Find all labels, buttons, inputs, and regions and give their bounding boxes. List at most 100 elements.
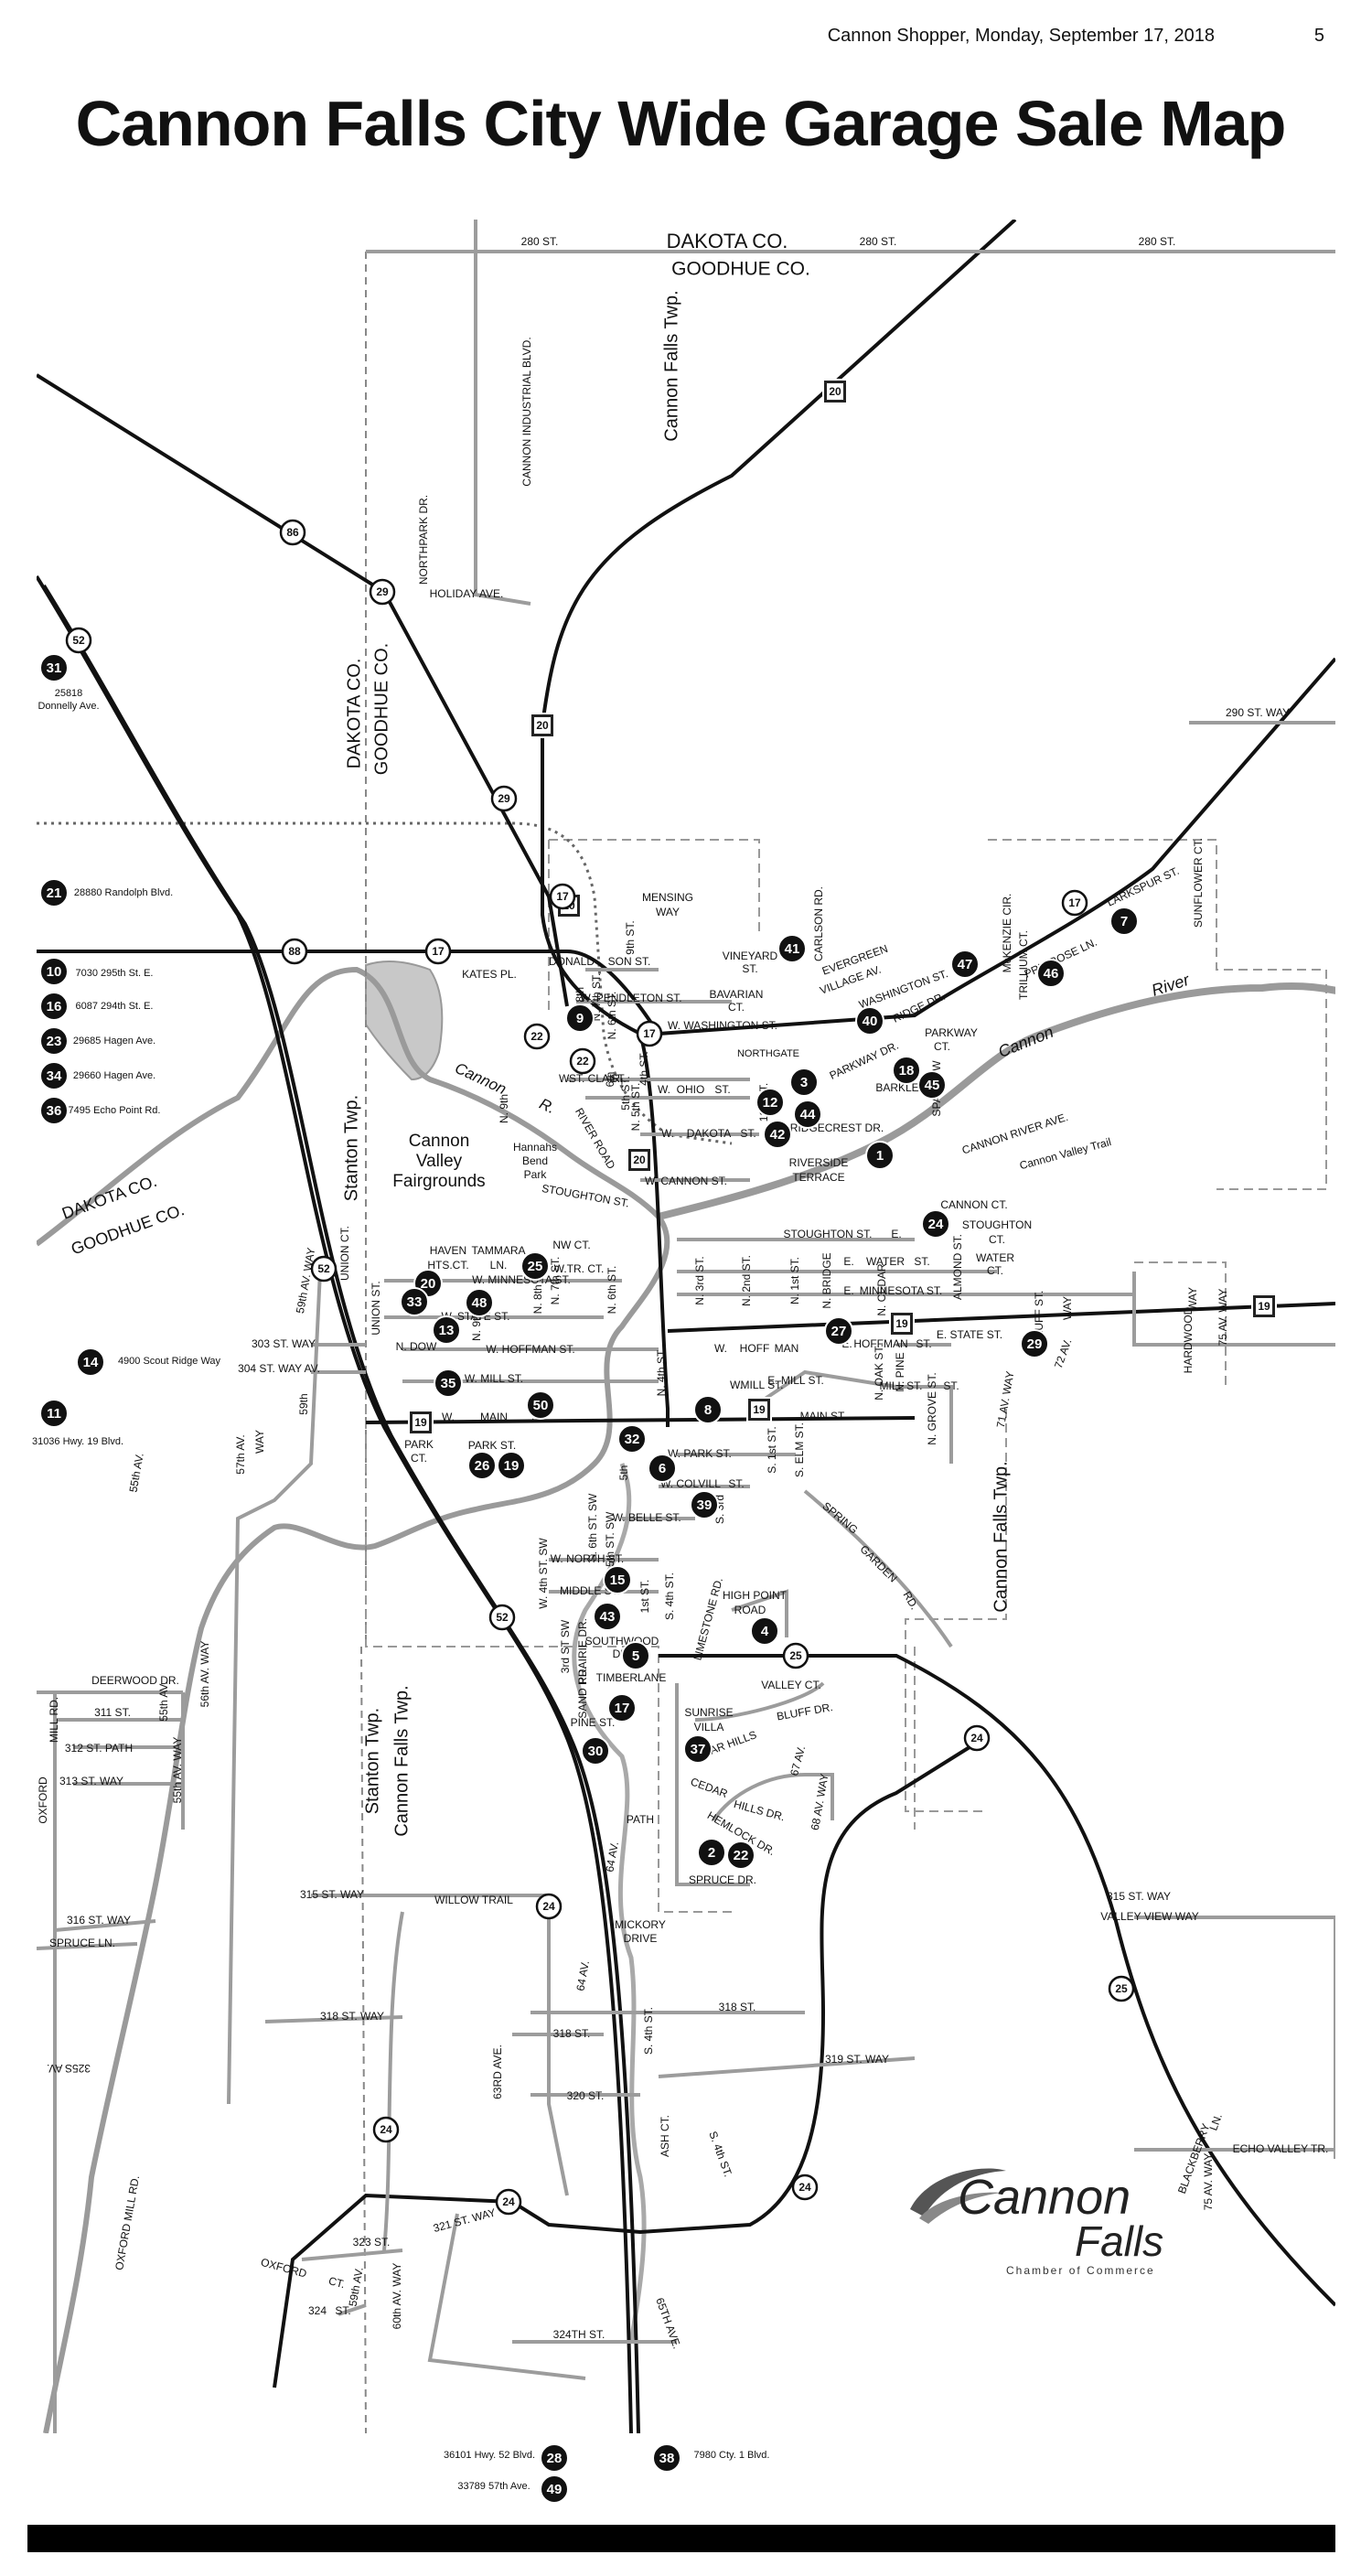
street-label: 303 ST. WAY xyxy=(252,1337,316,1350)
street-label: N. 5th ST. xyxy=(629,1083,642,1132)
route-shield: 17 xyxy=(424,938,452,965)
sale-marker[interactable]: 50 xyxy=(526,1390,555,1420)
sale-marker[interactable]: 34 xyxy=(39,1061,69,1090)
sale-marker[interactable]: 15 xyxy=(603,1565,632,1594)
route-shield: 25 xyxy=(1108,1975,1135,2002)
sale-marker[interactable]: 12 xyxy=(756,1088,785,1117)
sale-marker[interactable]: 45 xyxy=(917,1070,947,1100)
sale-marker[interactable]: 40 xyxy=(855,1006,884,1036)
sale-marker[interactable]: 14 xyxy=(76,1347,105,1377)
sale-marker[interactable]: 24 xyxy=(921,1209,950,1239)
sale-marker[interactable]: 10 xyxy=(39,957,69,986)
sale-marker[interactable]: 9 xyxy=(565,1004,595,1033)
street-label: SOUTHWOOD xyxy=(585,1635,659,1648)
street-label: 318 ST. xyxy=(719,2001,756,2013)
street-label: 64 AV. xyxy=(603,1841,621,1873)
sale-number: 30 xyxy=(588,1744,604,1759)
sale-marker[interactable]: 29 xyxy=(1020,1329,1049,1358)
street-label: CARLSON RD. xyxy=(812,886,825,961)
sale-number: 18 xyxy=(899,1063,915,1079)
sale-marker[interactable]: 7 xyxy=(1109,907,1139,936)
street-label: N. 7th ST. xyxy=(549,1257,562,1305)
route-number: 52 xyxy=(496,1611,509,1624)
sale-marker[interactable]: 39 xyxy=(690,1490,719,1519)
sale-marker[interactable]: 46 xyxy=(1036,959,1066,988)
street-label: 318 ST. WAY xyxy=(320,2010,384,2023)
sale-marker[interactable]: 38 xyxy=(652,2443,681,2473)
sale-number: 28 xyxy=(547,2451,563,2466)
street-label: N. 9th xyxy=(498,1094,510,1123)
sale-marker[interactable]: 31 xyxy=(39,653,69,682)
sale-marker[interactable]: 47 xyxy=(950,950,980,979)
sale-marker[interactable]: 8 xyxy=(693,1395,723,1424)
sale-marker[interactable]: 30 xyxy=(581,1736,610,1766)
sale-marker[interactable]: 32 xyxy=(617,1424,647,1454)
sale-marker[interactable]: 28 xyxy=(540,2443,569,2473)
sale-marker[interactable]: 19 xyxy=(497,1451,526,1480)
sale-marker[interactable]: 22 xyxy=(726,1841,756,1870)
sale-marker[interactable]: 13 xyxy=(432,1315,461,1345)
sale-marker[interactable]: 37 xyxy=(683,1734,713,1764)
street-label: ECHO VALLEY TR. xyxy=(1233,2142,1329,2155)
sale-number: 32 xyxy=(625,1432,640,1447)
route-shield: 52 xyxy=(65,627,92,654)
route-number: 17 xyxy=(643,1027,656,1040)
sale-number: 40 xyxy=(863,1014,878,1029)
street-label: E. xyxy=(843,1255,853,1268)
route-number: 24 xyxy=(380,2123,392,2136)
street-label: W. xyxy=(714,1342,727,1355)
street-label: LN. xyxy=(1206,2112,1225,2132)
sale-marker[interactable]: 23 xyxy=(39,1026,69,1056)
street-label: S. 5th ST. SW xyxy=(604,1511,616,1580)
sale-marker[interactable]: 43 xyxy=(593,1602,622,1631)
sale-marker[interactable]: 35 xyxy=(434,1368,463,1398)
street-label: 25818 xyxy=(55,688,83,699)
sale-marker[interactable]: 17 xyxy=(607,1693,637,1723)
sale-marker[interactable]: 48 xyxy=(465,1288,494,1317)
street-label: TAMMARA xyxy=(471,1244,525,1257)
sale-marker[interactable]: 21 xyxy=(39,878,69,907)
street-label: 6087 294th St. E. xyxy=(75,1001,153,1012)
street-label: ST. xyxy=(335,2304,350,2317)
sale-marker[interactable]: 33 xyxy=(400,1287,429,1316)
map-base xyxy=(37,220,1335,2433)
sale-marker[interactable]: 2 xyxy=(697,1838,726,1867)
sale-marker[interactable]: 5 xyxy=(621,1641,650,1670)
sale-number: 2 xyxy=(708,1845,715,1861)
sale-marker[interactable]: 3 xyxy=(789,1068,819,1097)
sale-marker[interactable]: 41 xyxy=(777,934,807,963)
logo-word-falls: Falls xyxy=(1075,2217,1164,2265)
sale-marker[interactable]: 16 xyxy=(39,992,69,1021)
sale-marker[interactable]: 27 xyxy=(824,1316,853,1346)
street-label: NORTHPARK DR. xyxy=(417,495,430,585)
sale-marker[interactable]: 49 xyxy=(540,2474,569,2504)
street-label: WAY xyxy=(1061,1296,1074,1320)
sale-marker[interactable]: 11 xyxy=(39,1399,69,1428)
local-roads xyxy=(37,220,1335,2433)
route-shield: 24 xyxy=(372,2116,400,2143)
sale-marker[interactable]: 1 xyxy=(865,1141,895,1170)
street-label: 321 ST. WAY xyxy=(432,2206,497,2235)
street-label: Park xyxy=(524,1168,548,1181)
sale-marker[interactable]: 18 xyxy=(892,1056,921,1085)
street-label: DAKOTA CO. xyxy=(667,230,788,252)
sale-marker[interactable]: 44 xyxy=(793,1100,822,1129)
sale-marker[interactable]: 6 xyxy=(648,1454,677,1483)
street-label: 72 AV. xyxy=(1052,1337,1075,1370)
street-label: N. GROVE ST. xyxy=(926,1372,938,1444)
street-label: 323 ST. xyxy=(353,2236,391,2249)
street-label: Valley xyxy=(416,1152,463,1171)
sale-marker[interactable]: 36 xyxy=(39,1096,69,1125)
sale-marker[interactable]: 25 xyxy=(520,1251,550,1281)
sale-marker[interactable]: 4 xyxy=(750,1616,779,1646)
street-label: 325S AV. xyxy=(47,2062,91,2075)
street-label: WATER xyxy=(866,1255,905,1268)
street-label: Cannon Falls Twp. xyxy=(661,290,681,441)
street-label: ST. xyxy=(916,1337,931,1350)
sale-marker[interactable]: 42 xyxy=(763,1120,792,1149)
street-label: 29685 Hagen Ave. xyxy=(73,1036,155,1046)
street-label: BARKLEY xyxy=(875,1081,926,1094)
sale-marker[interactable]: 26 xyxy=(467,1451,497,1480)
street-label: SON ST. xyxy=(608,955,651,968)
street-label: RD. xyxy=(900,1589,920,1612)
